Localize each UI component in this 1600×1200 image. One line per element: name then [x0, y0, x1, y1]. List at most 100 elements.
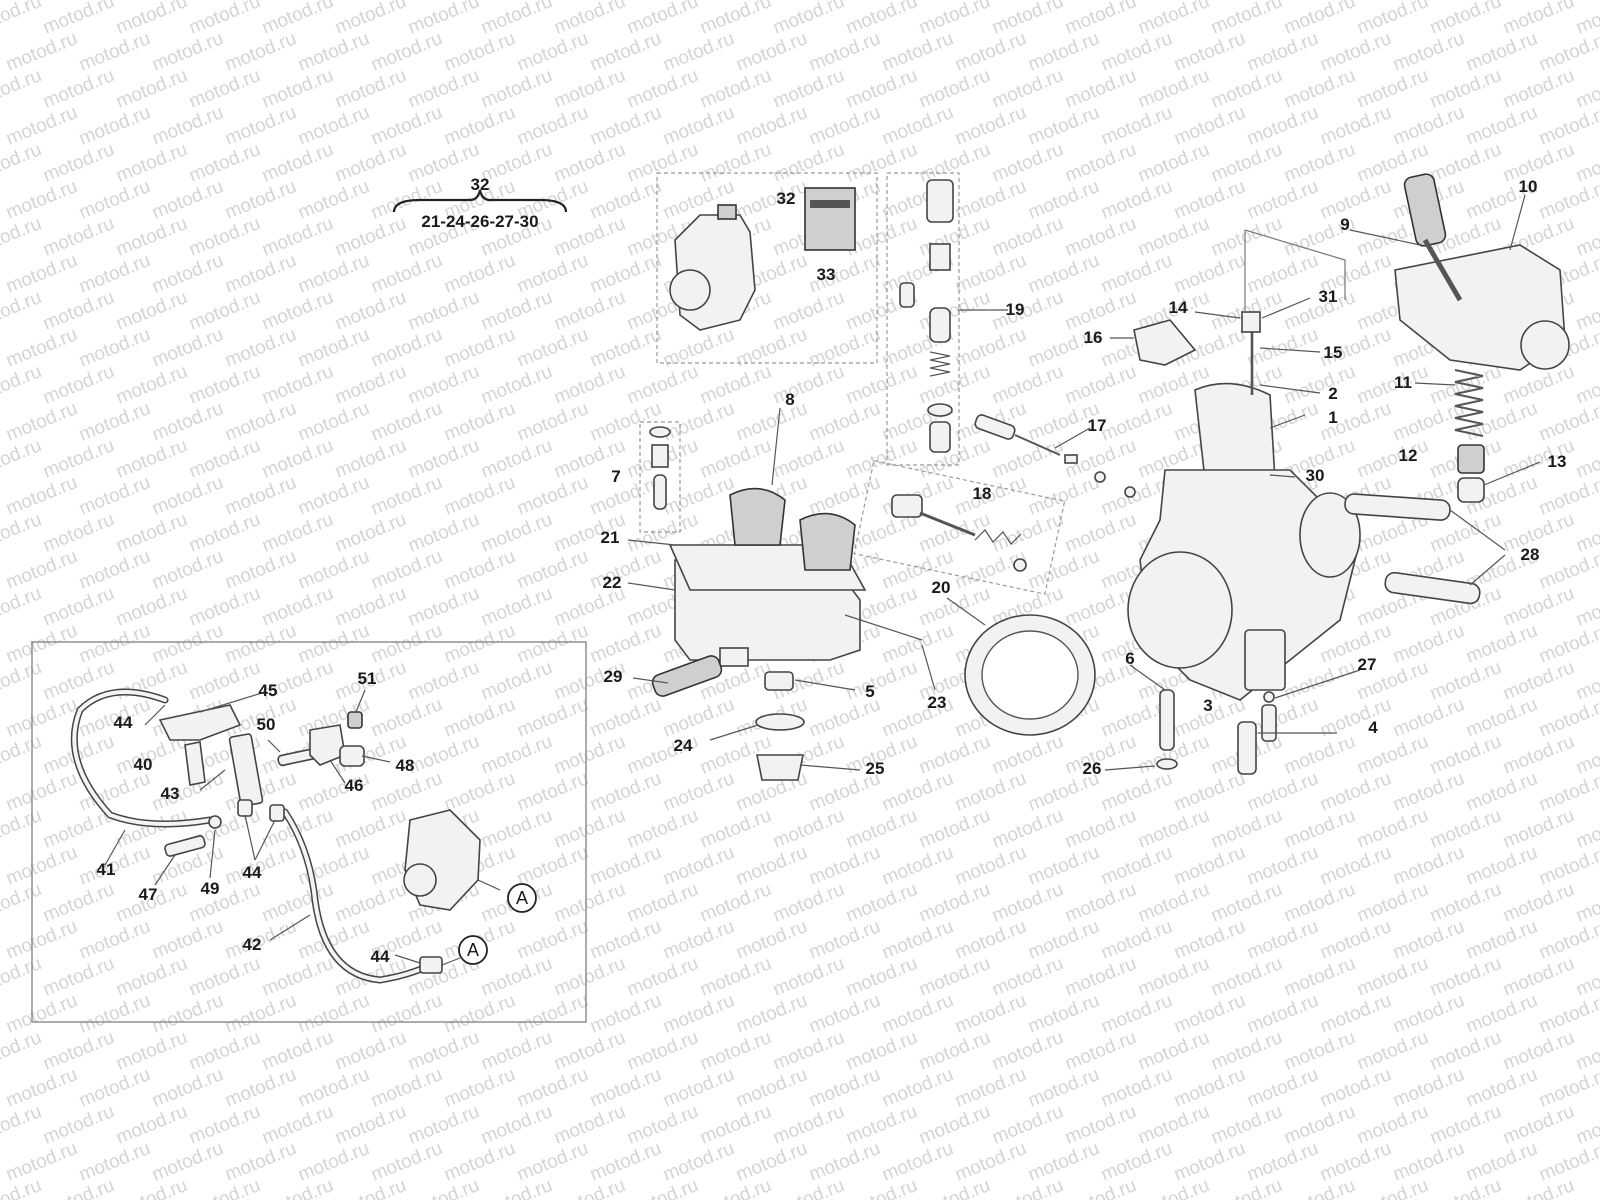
leader-21: [627, 539, 676, 546]
watermark-text: motod.ru: [1427, 1101, 1504, 1149]
watermark-text: motod.ru: [113, 583, 190, 631]
leader-48: [361, 755, 391, 763]
watermark-text: motod.ru: [514, 472, 591, 520]
leader-11: [1414, 382, 1456, 386]
watermark-text: motod.ru: [478, 657, 555, 705]
watermark-text: motod.ru: [76, 620, 153, 668]
watermark-text: motod.ru: [368, 1138, 445, 1186]
clip-44-a: [237, 799, 253, 817]
callout-44-a: 44: [114, 713, 133, 732]
watermark-text: motod.ru: [1208, 65, 1285, 113]
watermark-text: motod.ru: [843, 361, 920, 409]
watermark-text: motod.ru: [1062, 361, 1139, 409]
watermark-text: motod.ru: [478, 1175, 555, 1200]
leader-24: [709, 724, 759, 741]
watermark-text: motod.ru: [113, 361, 190, 409]
watermark-text: motod.ru: [332, 435, 409, 483]
watermark-text: motod.ru: [1390, 28, 1467, 76]
watermark-text: motod.ru: [1025, 102, 1102, 150]
watermark-text: motod.ru: [1062, 0, 1139, 39]
watermark-text: motod.ru: [405, 1175, 482, 1200]
watermark-text: motod.ru: [587, 1138, 664, 1186]
watermark-text: motod.ru: [368, 1064, 445, 1112]
watermark-text: motod.ru: [916, 139, 993, 187]
watermark-text: motod.ru: [952, 990, 1029, 1038]
watermark-text: motod.ru: [1208, 0, 1285, 39]
watermark-text: motod.ru: [806, 102, 883, 150]
watermark-text: motod.ru: [1135, 213, 1212, 261]
watermark-text: motod.ru: [186, 583, 263, 631]
watermark-text: motod.ru: [733, 176, 810, 224]
callout-43: 43: [161, 784, 180, 803]
leader-50: [267, 739, 281, 753]
watermark-text: motod.ru: [1025, 916, 1102, 964]
watermark-text: motod.ru: [1390, 694, 1467, 742]
watermark-text: motod.ru: [587, 324, 664, 372]
watermark-text: motod.ru: [0, 0, 8, 2]
watermark-text: motod.ru: [295, 990, 372, 1038]
watermark-text: motod.ru: [222, 1138, 299, 1186]
connector-arrow-shaft-2: [441, 957, 461, 966]
watermark-text: motod.ru: [1317, 694, 1394, 742]
idle-screw-shaft: [919, 511, 976, 537]
leader-46: [329, 759, 346, 784]
watermark-text: motod.ru: [441, 990, 518, 1038]
watermark-text: motod.ru: [843, 435, 920, 483]
callout-31: 31: [1319, 287, 1338, 306]
watermark-text: motod.ru: [989, 213, 1066, 261]
watermark-text: motod.ru: [149, 176, 226, 224]
watermark-text: motod.ru: [879, 1138, 956, 1186]
watermark-text: motod.ru: [3, 472, 80, 520]
callout-40: 40: [134, 755, 153, 774]
watermark-text: motod.ru: [514, 916, 591, 964]
leader-30: [1269, 474, 1296, 478]
watermark-text: motod.ru: [551, 287, 628, 335]
watermark-text: motod.ru: [1244, 768, 1321, 816]
watermark-text: motod.ru: [952, 102, 1029, 150]
watermark-text: motod.ru: [149, 472, 226, 520]
watermark-text: motod.ru: [770, 1027, 847, 1075]
callout-24: 24: [674, 736, 693, 755]
watermark-text: motod.ru: [879, 102, 956, 150]
leader-2: [1259, 384, 1321, 394]
watermark-text: motod.ru: [0, 1027, 44, 1075]
needle-jet: [1159, 689, 1175, 751]
callout-32: 32: [777, 189, 796, 208]
watermark-text: motod.ru: [624, 1175, 701, 1200]
watermark-text: motod.ru: [259, 509, 336, 557]
carburetor-kit-inset: [656, 172, 878, 364]
callout-21: 21: [601, 528, 620, 547]
watermark-text: motod.ru: [587, 28, 664, 76]
watermark-text: motod.ru: [332, 213, 409, 261]
watermark-text: motod.ru: [478, 0, 555, 39]
watermark-text: motod.ru: [332, 1175, 409, 1200]
watermark-text: motod.ru: [1463, 916, 1540, 964]
watermark-text: motod.ru: [770, 287, 847, 335]
watermark-text: motod.ru: [186, 0, 263, 39]
watermark-text: motod.ru: [624, 361, 701, 409]
watermark-text: motod.ru: [1244, 1064, 1321, 1112]
watermark-text: motod.ru: [806, 472, 883, 520]
watermark-text: motod.ru: [3, 990, 80, 1038]
watermark-text: motod.ru: [1244, 176, 1321, 224]
watermark-text: motod.ru: [368, 990, 445, 1038]
callout-18: 18: [973, 484, 992, 503]
watermark-text: motod.ru: [441, 102, 518, 150]
watermark-text: motod.ru: [0, 953, 44, 1001]
watermark-text: motod.ru: [697, 879, 774, 927]
watermark-text: motod.ru: [149, 916, 226, 964]
leader-51: [355, 689, 366, 713]
float-right: [799, 512, 856, 571]
watermark-text: motod.ru: [149, 324, 226, 372]
watermark-text: motod.ru: [1281, 139, 1358, 187]
watermark-text: motod.ru: [697, 1101, 774, 1149]
watermark-text: motod.ru: [806, 842, 883, 890]
watermark-text: motod.ru: [405, 0, 482, 39]
watermark-text: motod.ru: [697, 65, 774, 113]
fuel-manifold: [158, 704, 242, 741]
kit-carburetor-cap: [717, 204, 737, 220]
watermark-text: motod.ru: [295, 176, 372, 224]
float-left: [729, 487, 786, 546]
washer-49: [208, 815, 222, 829]
watermark-text: motod.ru: [624, 879, 701, 927]
